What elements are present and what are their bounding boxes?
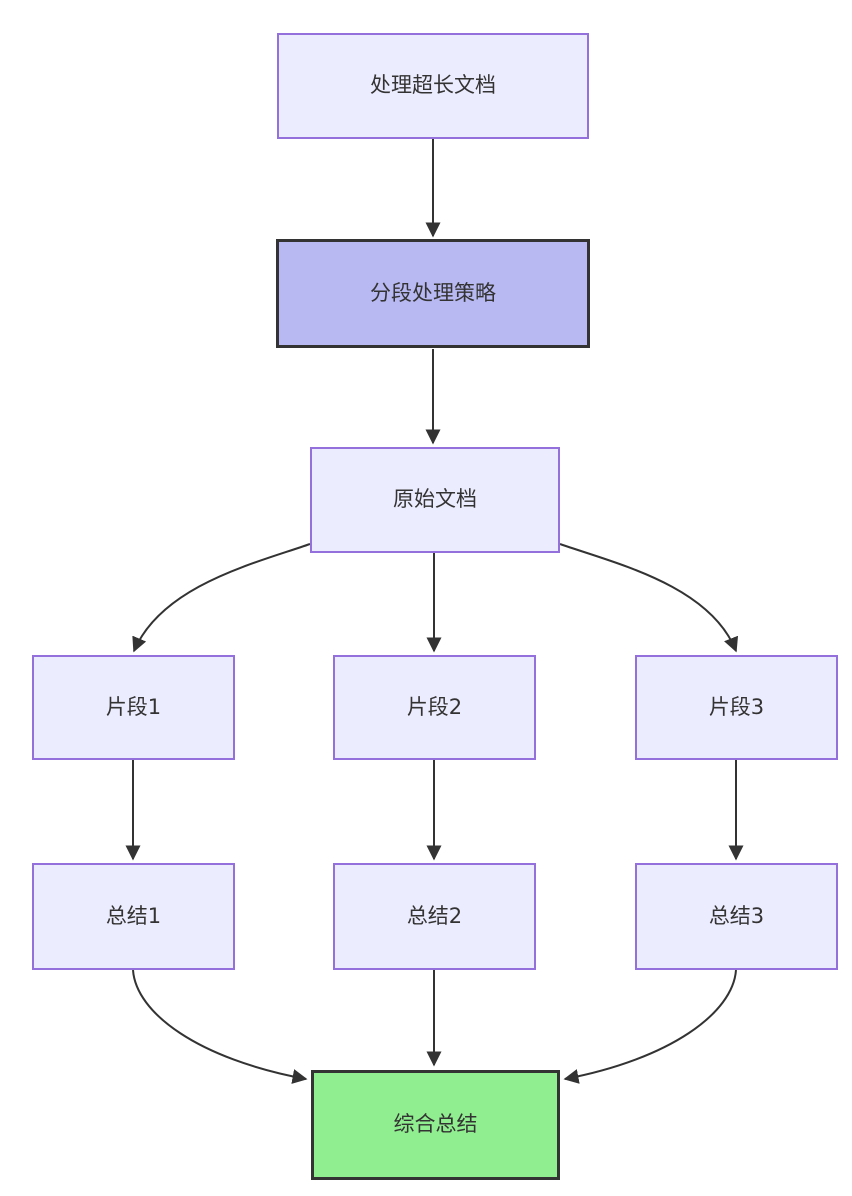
node-summary-2-label: 总结2 bbox=[406, 903, 463, 928]
node-segment-2: 片段2 bbox=[333, 655, 536, 760]
node-final-summary-label: 综合总结 bbox=[393, 1112, 478, 1137]
node-summary-2: 总结2 bbox=[333, 863, 536, 970]
edge-summary-1-to-final bbox=[132, 969, 308, 1084]
node-segmentation-strategy: 分段处理策略 bbox=[276, 239, 590, 348]
node-segment-1-label: 片段1 bbox=[105, 694, 162, 719]
node-process-long-document: 处理超长文档 bbox=[277, 33, 589, 139]
node-original-document-label: 原始文档 bbox=[393, 487, 477, 512]
node-summary-3: 总结3 bbox=[635, 863, 838, 970]
node-process-long-document-label: 处理超长文档 bbox=[370, 73, 496, 98]
node-final-summary: 综合总结 bbox=[311, 1070, 560, 1180]
edge-original-to-segment-1 bbox=[132, 543, 311, 653]
node-segment-1: 片段1 bbox=[32, 655, 235, 760]
node-segment-3-label: 片段3 bbox=[708, 694, 765, 719]
edge-summary-3-to-final bbox=[563, 969, 737, 1084]
node-segment-3: 片段3 bbox=[635, 655, 838, 760]
node-summary-3-label: 总结3 bbox=[708, 903, 765, 928]
node-summary-1-label: 总结1 bbox=[105, 903, 162, 928]
node-segmentation-strategy-label: 分段处理策略 bbox=[370, 280, 496, 305]
node-original-document: 原始文档 bbox=[310, 447, 560, 553]
node-summary-1: 总结1 bbox=[32, 863, 235, 970]
node-segment-2-label: 片段2 bbox=[406, 694, 463, 719]
edge-original-to-segment-3 bbox=[559, 543, 739, 653]
